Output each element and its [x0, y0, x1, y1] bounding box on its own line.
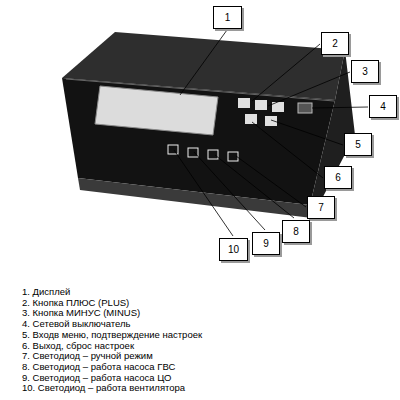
callout-box: 2: [321, 32, 349, 55]
callout-number: 9: [263, 238, 269, 249]
leader-lines: [174, 30, 368, 236]
button: [265, 116, 277, 126]
button: [238, 98, 250, 108]
callout-box: 1: [213, 6, 242, 29]
list-item: 9. Светодиод – работа насоса ЦО: [22, 372, 171, 383]
display-window: [95, 86, 218, 135]
list-item: 4. Сетевой выключатель: [22, 318, 130, 329]
list-item: 3. Кнопка МИНУС (MINUS): [22, 307, 140, 318]
list-item: 2. Кнопка ПЛЮС (PLUS): [22, 297, 129, 308]
list-item: 7. Светодиод – ручной режим: [22, 350, 153, 361]
callout-number: 4: [380, 101, 386, 112]
led-icon: [168, 145, 178, 154]
callout-number: 5: [355, 139, 361, 150]
power-switch: [298, 103, 312, 113]
callout-box: 5: [344, 133, 372, 156]
callout-number: 6: [335, 172, 341, 183]
callout-number: 2: [332, 38, 338, 49]
callout-number: 7: [318, 202, 324, 213]
list-item: 5. Входв меню, подтверждение настроек: [22, 329, 202, 340]
housing-base: [78, 178, 312, 218]
button: [245, 114, 257, 124]
list-item: 10. Светодиод – работа вентилятора: [22, 382, 185, 393]
callout-box: 6: [324, 166, 352, 189]
callout-box: 10: [219, 238, 248, 261]
list-item: 1. Дисплей: [22, 286, 70, 297]
callout-number: 3: [362, 66, 368, 77]
callout-box: 3: [351, 60, 379, 83]
callout-number: 8: [293, 226, 299, 237]
callout-box: 7: [307, 196, 335, 219]
list-item: 8. Светодиод – работа насоса ГВС: [22, 361, 175, 372]
led-icon: [188, 148, 198, 157]
callout-number: 10: [228, 244, 239, 255]
callout-box: 8: [282, 220, 310, 243]
button: [255, 100, 267, 110]
led-icon: [208, 150, 218, 159]
callout-box: 4: [369, 95, 397, 118]
list-item: 6. Выход, сброс настроек: [22, 340, 134, 351]
callout-number: 1: [225, 12, 231, 23]
callout-box: 9: [252, 232, 280, 255]
